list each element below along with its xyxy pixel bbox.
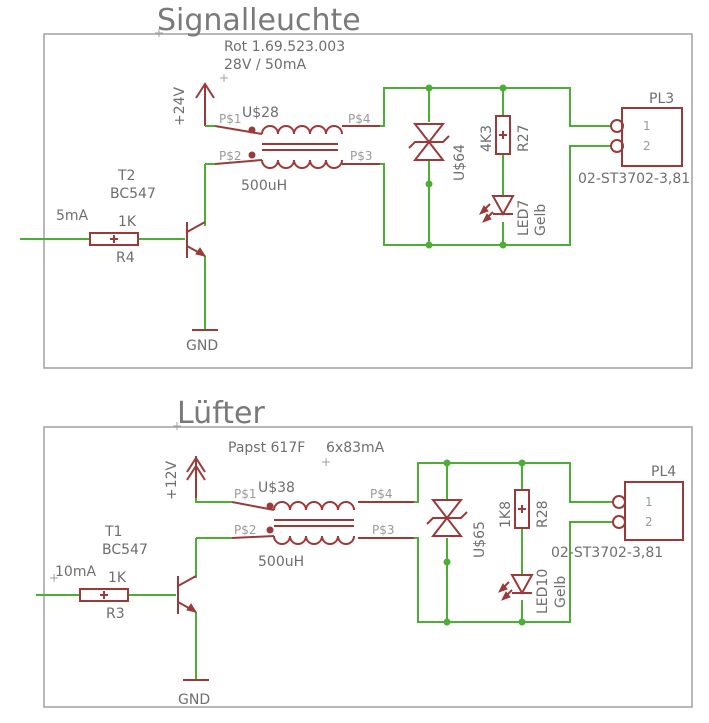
resistor2-value: 1K8 (498, 501, 514, 528)
transistor-symbol (177, 575, 198, 614)
led-color: Gelb (553, 576, 569, 608)
supply-symbol (186, 456, 206, 498)
connector-name: PL3 (649, 91, 674, 107)
transformer-pin-1: P$1 (219, 112, 242, 126)
junction (443, 459, 451, 467)
input-current: 5mA (56, 208, 89, 224)
connector-pl4 (612, 481, 684, 541)
sheet-frame (43, 33, 693, 369)
junction (499, 84, 507, 92)
transistor-symbol (186, 221, 207, 258)
wire-bottom-rail (380, 145, 610, 246)
transformer-coil (231, 501, 414, 545)
wire-top-rail (414, 462, 612, 503)
connector-part: 02-ST3702-3,81 (578, 171, 690, 187)
junction (443, 558, 451, 566)
note-rating: 6x83mA (326, 440, 385, 456)
resistor-name: R3 (106, 606, 125, 622)
resistor-r3-symbol (79, 588, 129, 602)
led-name: LED7 (516, 200, 532, 236)
connector-name: PL4 (651, 464, 676, 480)
input-current: 10mA (55, 564, 96, 580)
circuit-title: Lüfter (177, 396, 265, 431)
supply-label: +12V (164, 460, 180, 500)
connector-pin-1: 1 (645, 495, 653, 509)
transformer-coil (214, 125, 380, 169)
circuit-luefter: Lüfter Papst 617F 6x83mA +12V U$38 P$1 P… (36, 396, 693, 708)
resistor-value: 1K (118, 214, 137, 230)
transformer-pin-4: P$4 (348, 112, 371, 126)
note-rating: 28V / 50mA (224, 57, 306, 73)
connector-part: 02-ST3702-3,81 (551, 545, 663, 561)
resistor-name: R4 (116, 250, 135, 266)
transistor-value: BC547 (102, 542, 148, 558)
supply-symbol (195, 82, 215, 126)
circuit-title: Signalleuchte (157, 3, 361, 38)
transformer-name: U$28 (242, 105, 279, 121)
junction (425, 241, 433, 249)
supply-label: +24V (172, 86, 188, 126)
led-name: LED10 (535, 569, 551, 614)
note-part-number: Rot 1.69.523.003 (224, 39, 345, 55)
transistor-value: BC547 (110, 186, 156, 202)
sheet-frame (43, 426, 693, 708)
circuit-signalleuchte: Signalleuchte Rot 1.69.523.003 28V / 50m… (20, 3, 693, 369)
connector-pin-2: 2 (643, 139, 651, 153)
tvs-diode-symbol (426, 499, 468, 537)
transformer-pin-1: P$1 (234, 487, 257, 501)
junction (518, 618, 526, 626)
transformer-pin-3: P$3 (372, 523, 395, 537)
tvs-diode-symbol (408, 123, 450, 161)
diode-name: U$65 (472, 521, 488, 558)
transformer-pin-4: P$4 (370, 487, 393, 501)
transformer-pin-2: P$2 (219, 149, 242, 163)
ground-label: GND (186, 338, 218, 354)
wire-supply (195, 498, 232, 503)
junction (518, 459, 526, 467)
junction (425, 84, 433, 92)
resistor-value: 1K (108, 570, 127, 586)
wire-bottom-rail (414, 521, 612, 623)
junction (499, 241, 507, 249)
led-symbol (478, 195, 515, 223)
resistor-r4-symbol (89, 232, 139, 246)
connector-pin-2: 2 (645, 515, 653, 529)
transformer-pin-3: P$3 (350, 149, 373, 163)
transistor-name: T1 (104, 524, 122, 540)
led-symbol (497, 574, 534, 601)
note-part-number: Papst 617F (228, 440, 305, 456)
junction (443, 618, 451, 626)
ground-label: GND (178, 692, 210, 708)
connector-pl3 (610, 107, 683, 167)
transformer-value: 500uH (241, 178, 287, 194)
led-color: Gelb (533, 204, 549, 236)
transformer-name: U$38 (258, 480, 295, 496)
diode-name: U$64 (452, 144, 468, 181)
resistor2-name: R27 (516, 124, 532, 152)
transformer-pin-2: P$2 (234, 523, 257, 537)
transistor-name: T2 (117, 168, 135, 184)
wire-top-rail (380, 87, 610, 127)
transformer-value: 500uH (258, 554, 304, 570)
resistor2-value: 4K3 (479, 125, 495, 152)
connector-pin-1: 1 (643, 119, 651, 133)
resistor-r27-symbol (495, 115, 511, 155)
resistor-r28-symbol (514, 489, 530, 529)
resistor2-name: R28 (535, 500, 551, 528)
junction (425, 180, 433, 188)
